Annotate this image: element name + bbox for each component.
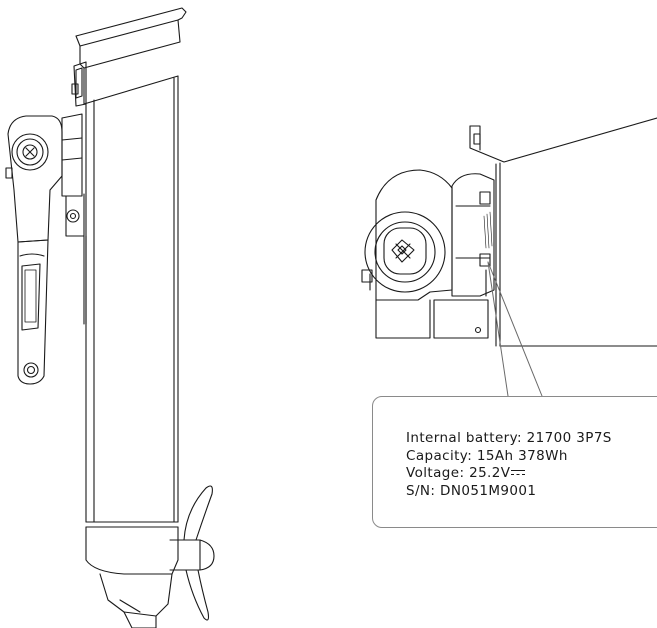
capacity-line: Capacity: 15Ah 378Wh (406, 447, 568, 464)
spec-text-block: Internal battery: 21700 3P7S Capacity: 1… (406, 430, 612, 500)
battery-spec-callout: Internal battery: 21700 3P7S Capacity: 1… (372, 396, 657, 528)
voltage-line-row: Voltage: 25.2V (406, 465, 612, 483)
serial-number-line: S/N: DN051M9001 (406, 482, 537, 499)
internal-battery-line: Internal battery: 21700 3P7S (406, 430, 612, 446)
dc-symbol-icon (511, 468, 526, 478)
battery-detail-view (361, 117, 657, 397)
motor-full-view (5, 7, 215, 628)
voltage-line: Voltage: 25.2V (406, 465, 511, 481)
